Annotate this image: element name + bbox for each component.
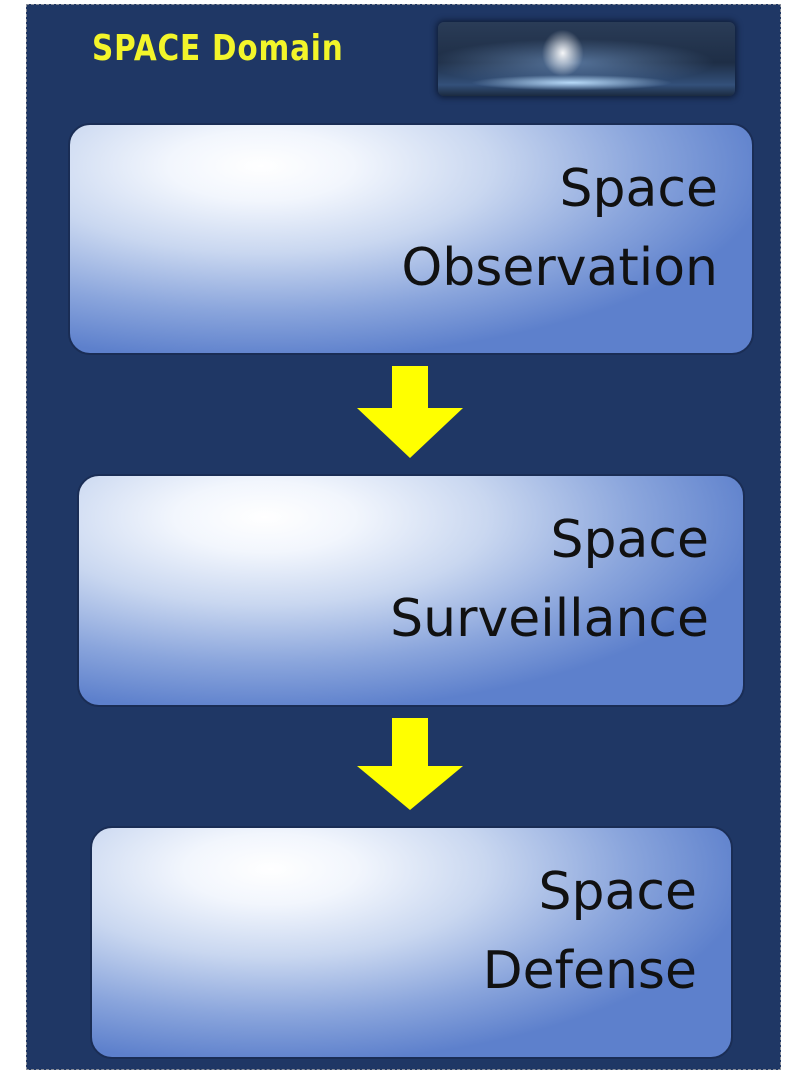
box-label-line1: Space — [559, 159, 718, 219]
arrow-down-icon — [357, 718, 463, 810]
arrow-down-icon — [357, 366, 463, 458]
box-label-line2: Defense — [482, 941, 697, 1001]
box-label-line1: Space — [538, 862, 697, 922]
domain-title: SPACE Domain — [92, 28, 344, 69]
space-earth-glow-icon — [438, 22, 735, 96]
box-label-line2: Surveillance — [390, 589, 709, 649]
box-label-line2: Observation — [401, 238, 718, 298]
space-observation-box: Space Observation — [68, 123, 754, 355]
box-label-line1: Space — [550, 510, 709, 570]
space-surveillance-box: Space Surveillance — [77, 474, 745, 707]
space-defense-box: Space Defense — [90, 826, 733, 1059]
